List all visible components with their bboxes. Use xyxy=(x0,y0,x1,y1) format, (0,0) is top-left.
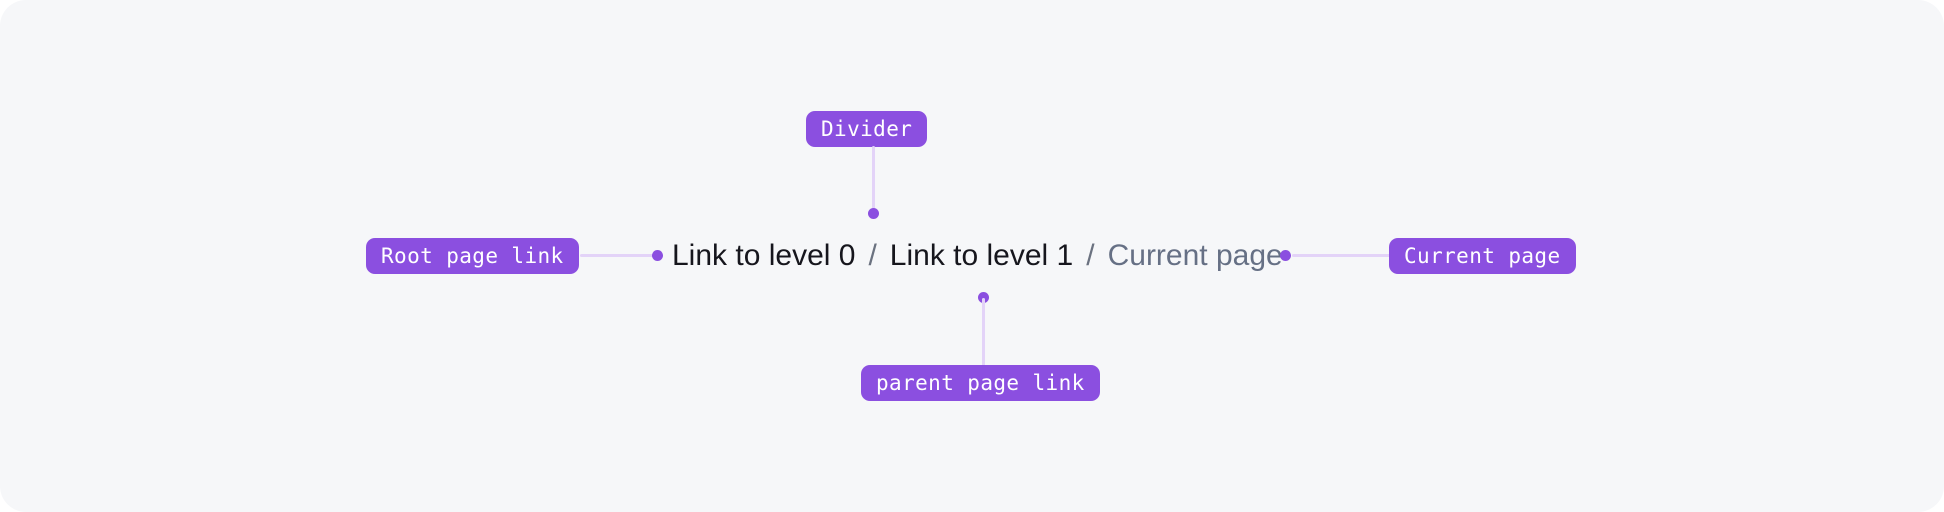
annotation-badge-divider: Divider xyxy=(806,111,928,147)
annotation-badge-parent-page-link: parent page link xyxy=(861,365,1100,401)
breadcrumb-separator: / xyxy=(1086,239,1095,272)
connector-parent-dot xyxy=(978,292,989,303)
breadcrumb-separator: / xyxy=(868,239,877,272)
breadcrumb-current-page: Current page xyxy=(1107,239,1283,272)
annotation-badge-current-page: Current page xyxy=(1389,238,1576,274)
connector-divider-line xyxy=(872,146,875,214)
connector-parent-line xyxy=(982,298,985,368)
connector-root-dot xyxy=(652,250,663,261)
connector-current-line xyxy=(1292,254,1392,257)
connector-current-dot xyxy=(1280,250,1291,261)
annotation-badge-root-page-link: Root page link xyxy=(366,238,579,274)
connector-root-line xyxy=(580,254,658,257)
breadcrumb-link-level-1[interactable]: Link to level 1 xyxy=(889,239,1074,272)
breadcrumb-link-level-0[interactable]: Link to level 0 xyxy=(672,239,856,272)
breadcrumb: Link to level 0 / Link to level 1 / Curr… xyxy=(672,235,1283,277)
connector-divider-dot xyxy=(868,208,879,219)
